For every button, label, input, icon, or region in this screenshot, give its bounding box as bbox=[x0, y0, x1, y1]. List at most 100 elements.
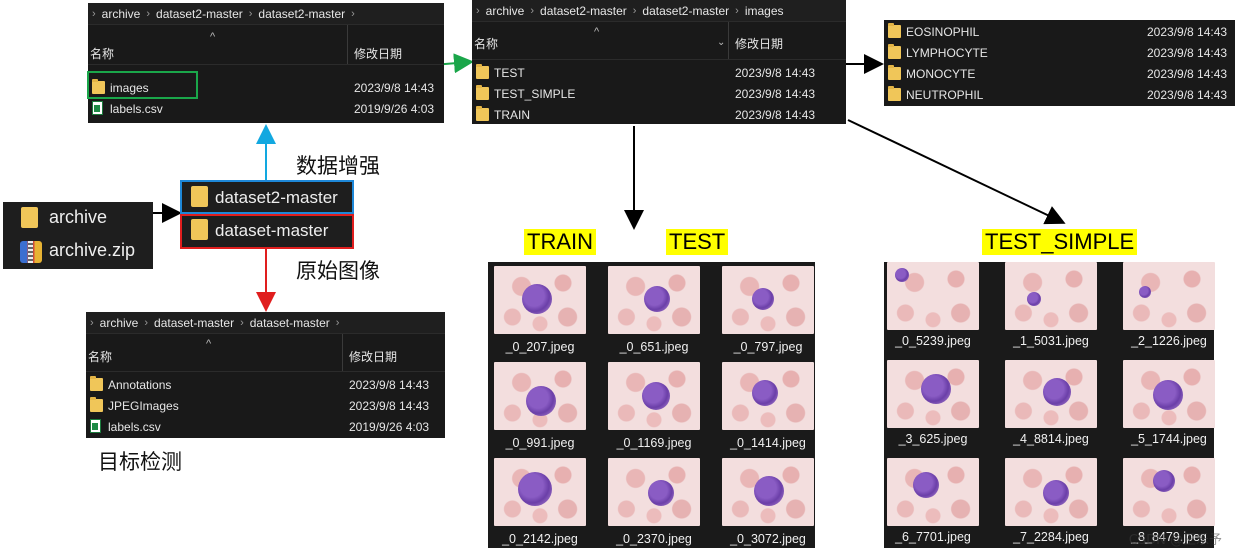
image-thumbnail[interactable]: _0_651.jpeg bbox=[608, 266, 700, 362]
archive-mini-panel: archive archive.zip bbox=[3, 202, 153, 269]
blood-cell-image bbox=[608, 458, 700, 526]
breadcrumb: › archive › dataset-master › dataset-mas… bbox=[86, 312, 445, 334]
blood-cell-image bbox=[722, 458, 814, 526]
column-divider[interactable] bbox=[347, 25, 348, 64]
column-divider[interactable] bbox=[728, 22, 729, 59]
item-archive-folder[interactable]: archive bbox=[3, 202, 153, 235]
item-name: dataset-master bbox=[215, 221, 329, 240]
chevron-right-icon: › bbox=[735, 4, 739, 17]
image-thumbnail[interactable]: _1_5031.jpeg bbox=[1005, 262, 1097, 360]
chevron-right-icon: › bbox=[351, 7, 355, 20]
file-row-jpegimages[interactable]: JPEGImages 2023/9/8 14:43 bbox=[86, 395, 445, 416]
folder-icon bbox=[888, 65, 901, 80]
stained-cell bbox=[895, 268, 909, 282]
breadcrumb-item[interactable]: dataset2-master bbox=[258, 6, 346, 21]
column-date-modified[interactable]: 修改日期 bbox=[354, 47, 403, 61]
column-divider[interactable] bbox=[342, 334, 343, 371]
item-archive-zip[interactable]: archive.zip bbox=[3, 235, 153, 269]
column-name[interactable]: 名称 bbox=[474, 37, 499, 51]
image-thumbnail[interactable]: _0_5239.jpeg bbox=[887, 262, 979, 360]
image-thumbnail[interactable]: _4_8814.jpeg bbox=[1005, 360, 1097, 458]
image-thumbnail[interactable]: _0_797.jpeg bbox=[722, 266, 814, 362]
file-row-test[interactable]: TEST 2023/9/8 14:43 bbox=[472, 62, 846, 83]
column-name[interactable]: 名称 bbox=[88, 350, 113, 364]
item-dataset2-master[interactable]: dataset2-master bbox=[180, 180, 354, 214]
stained-cell bbox=[752, 380, 778, 406]
file-name: TEST_SIMPLE bbox=[494, 87, 576, 101]
file-row-images[interactable]: images 2023/9/8 14:43 bbox=[88, 77, 444, 98]
blood-cell-image bbox=[1123, 458, 1215, 526]
folder-icon bbox=[90, 376, 103, 391]
image-thumbnail[interactable]: _5_1744.jpeg bbox=[1123, 360, 1215, 458]
image-thumbnail[interactable]: _6_7701.jpeg bbox=[887, 458, 979, 556]
images-highlight-box bbox=[87, 71, 198, 99]
stained-cell bbox=[913, 472, 939, 498]
file-date: 2019/9/26 4:03 bbox=[349, 420, 430, 434]
image-thumbnail[interactable]: _0_207.jpeg bbox=[494, 266, 586, 362]
stained-cell bbox=[1153, 470, 1175, 492]
breadcrumb-item[interactable]: images bbox=[744, 3, 784, 18]
breadcrumb-item[interactable]: dataset2-master bbox=[642, 3, 730, 18]
image-filename: _0_1414.jpeg bbox=[730, 436, 806, 450]
image-thumbnail[interactable]: _8_8479.jpeg bbox=[1123, 458, 1215, 556]
image-thumbnail[interactable]: _0_991.jpeg bbox=[494, 362, 586, 458]
image-thumbnail[interactable]: _0_1414.jpeg bbox=[722, 362, 814, 458]
image-thumbnail[interactable]: _0_2370.jpeg bbox=[608, 458, 700, 554]
chevron-right-icon: › bbox=[146, 7, 151, 20]
folder-icon bbox=[191, 219, 208, 240]
csv-file-icon bbox=[90, 419, 101, 433]
file-row-monocyte[interactable]: MONOCYTE 2023/9/8 14:43 bbox=[884, 63, 1235, 84]
image-thumbnail[interactable]: _2_1226.jpeg bbox=[1123, 262, 1215, 360]
folder-icon bbox=[888, 86, 901, 101]
image-thumbnail[interactable]: _0_1169.jpeg bbox=[608, 362, 700, 458]
chevron-right-icon: › bbox=[530, 4, 535, 17]
explorer-cell-classes: EOSINOPHIL 2023/9/8 14:43 LYMPHOCYTE 202… bbox=[884, 20, 1235, 106]
blood-cell-image bbox=[494, 266, 586, 334]
stained-cell bbox=[518, 472, 552, 506]
blood-cell-image bbox=[887, 360, 979, 428]
dataset2-highlight-box bbox=[180, 180, 354, 214]
file-row-labels-csv[interactable]: labels.csv 2019/9/26 4:03 bbox=[86, 416, 445, 437]
stained-cell bbox=[752, 288, 774, 310]
file-row-lymphocyte[interactable]: LYMPHOCYTE 2023/9/8 14:43 bbox=[884, 42, 1235, 63]
image-thumbnail[interactable]: _0_3072.jpeg bbox=[722, 458, 814, 554]
label-data-augmentation: 数据增强 bbox=[296, 154, 380, 178]
breadcrumb: › archive › dataset2-master › dataset2-m… bbox=[88, 3, 444, 25]
breadcrumb-item[interactable]: dataset2-master bbox=[540, 3, 627, 18]
item-dataset-master[interactable]: dataset-master bbox=[180, 214, 354, 249]
breadcrumb-item[interactable]: dataset-master bbox=[154, 315, 235, 330]
stained-cell bbox=[644, 286, 670, 312]
breadcrumb-item[interactable]: archive bbox=[485, 3, 525, 18]
breadcrumb-item[interactable]: dataset2-master bbox=[156, 6, 243, 21]
image-filename: _0_2142.jpeg bbox=[502, 532, 578, 546]
breadcrumb-item[interactable]: archive bbox=[101, 6, 141, 21]
chevron-down-icon[interactable]: ⌄ bbox=[717, 37, 726, 48]
image-filename: _0_5239.jpeg bbox=[895, 334, 971, 348]
sort-ascending-icon: ^ bbox=[594, 26, 600, 38]
breadcrumb-item[interactable]: dataset-master bbox=[249, 315, 330, 330]
file-row-eosinophil[interactable]: EOSINOPHIL 2023/9/8 14:43 bbox=[884, 21, 1235, 42]
image-thumbnail[interactable]: _3_625.jpeg bbox=[887, 360, 979, 458]
file-row-test-simple[interactable]: TEST_SIMPLE 2023/9/8 14:43 bbox=[472, 83, 846, 104]
file-row-train[interactable]: TRAIN 2023/9/8 14:43 bbox=[472, 104, 846, 124]
column-name[interactable]: 名称 bbox=[90, 47, 115, 61]
image-thumbnail[interactable]: _0_2142.jpeg bbox=[494, 458, 586, 554]
file-row-labels-csv[interactable]: labels.csv 2019/9/26 4:03 bbox=[88, 98, 444, 119]
image-filename: _0_1169.jpeg bbox=[616, 436, 692, 450]
file-row-annotations[interactable]: Annotations 2023/9/8 14:43 bbox=[86, 374, 445, 395]
breadcrumb-item[interactable]: archive bbox=[99, 315, 139, 330]
image-thumbnail[interactable]: _7_2284.jpeg bbox=[1005, 458, 1097, 556]
column-date-modified[interactable]: 修改日期 bbox=[735, 37, 784, 51]
image-filename: _0_2370.jpeg bbox=[616, 532, 692, 546]
folder-icon bbox=[888, 44, 901, 59]
column-date-modified[interactable]: 修改日期 bbox=[349, 350, 398, 364]
file-date: 2023/9/8 14:43 bbox=[349, 378, 430, 392]
blood-cell-image bbox=[494, 362, 586, 430]
folder-icon bbox=[476, 106, 489, 121]
folder-icon bbox=[90, 397, 103, 412]
image-filename: _7_2284.jpeg bbox=[1013, 530, 1089, 544]
file-row-neutrophil[interactable]: NEUTROPHIL 2023/9/8 14:43 bbox=[884, 84, 1235, 105]
folder-icon bbox=[476, 85, 489, 100]
file-date: 2023/9/8 14:43 bbox=[349, 399, 430, 413]
file-date: 2023/9/8 14:43 bbox=[735, 87, 816, 101]
